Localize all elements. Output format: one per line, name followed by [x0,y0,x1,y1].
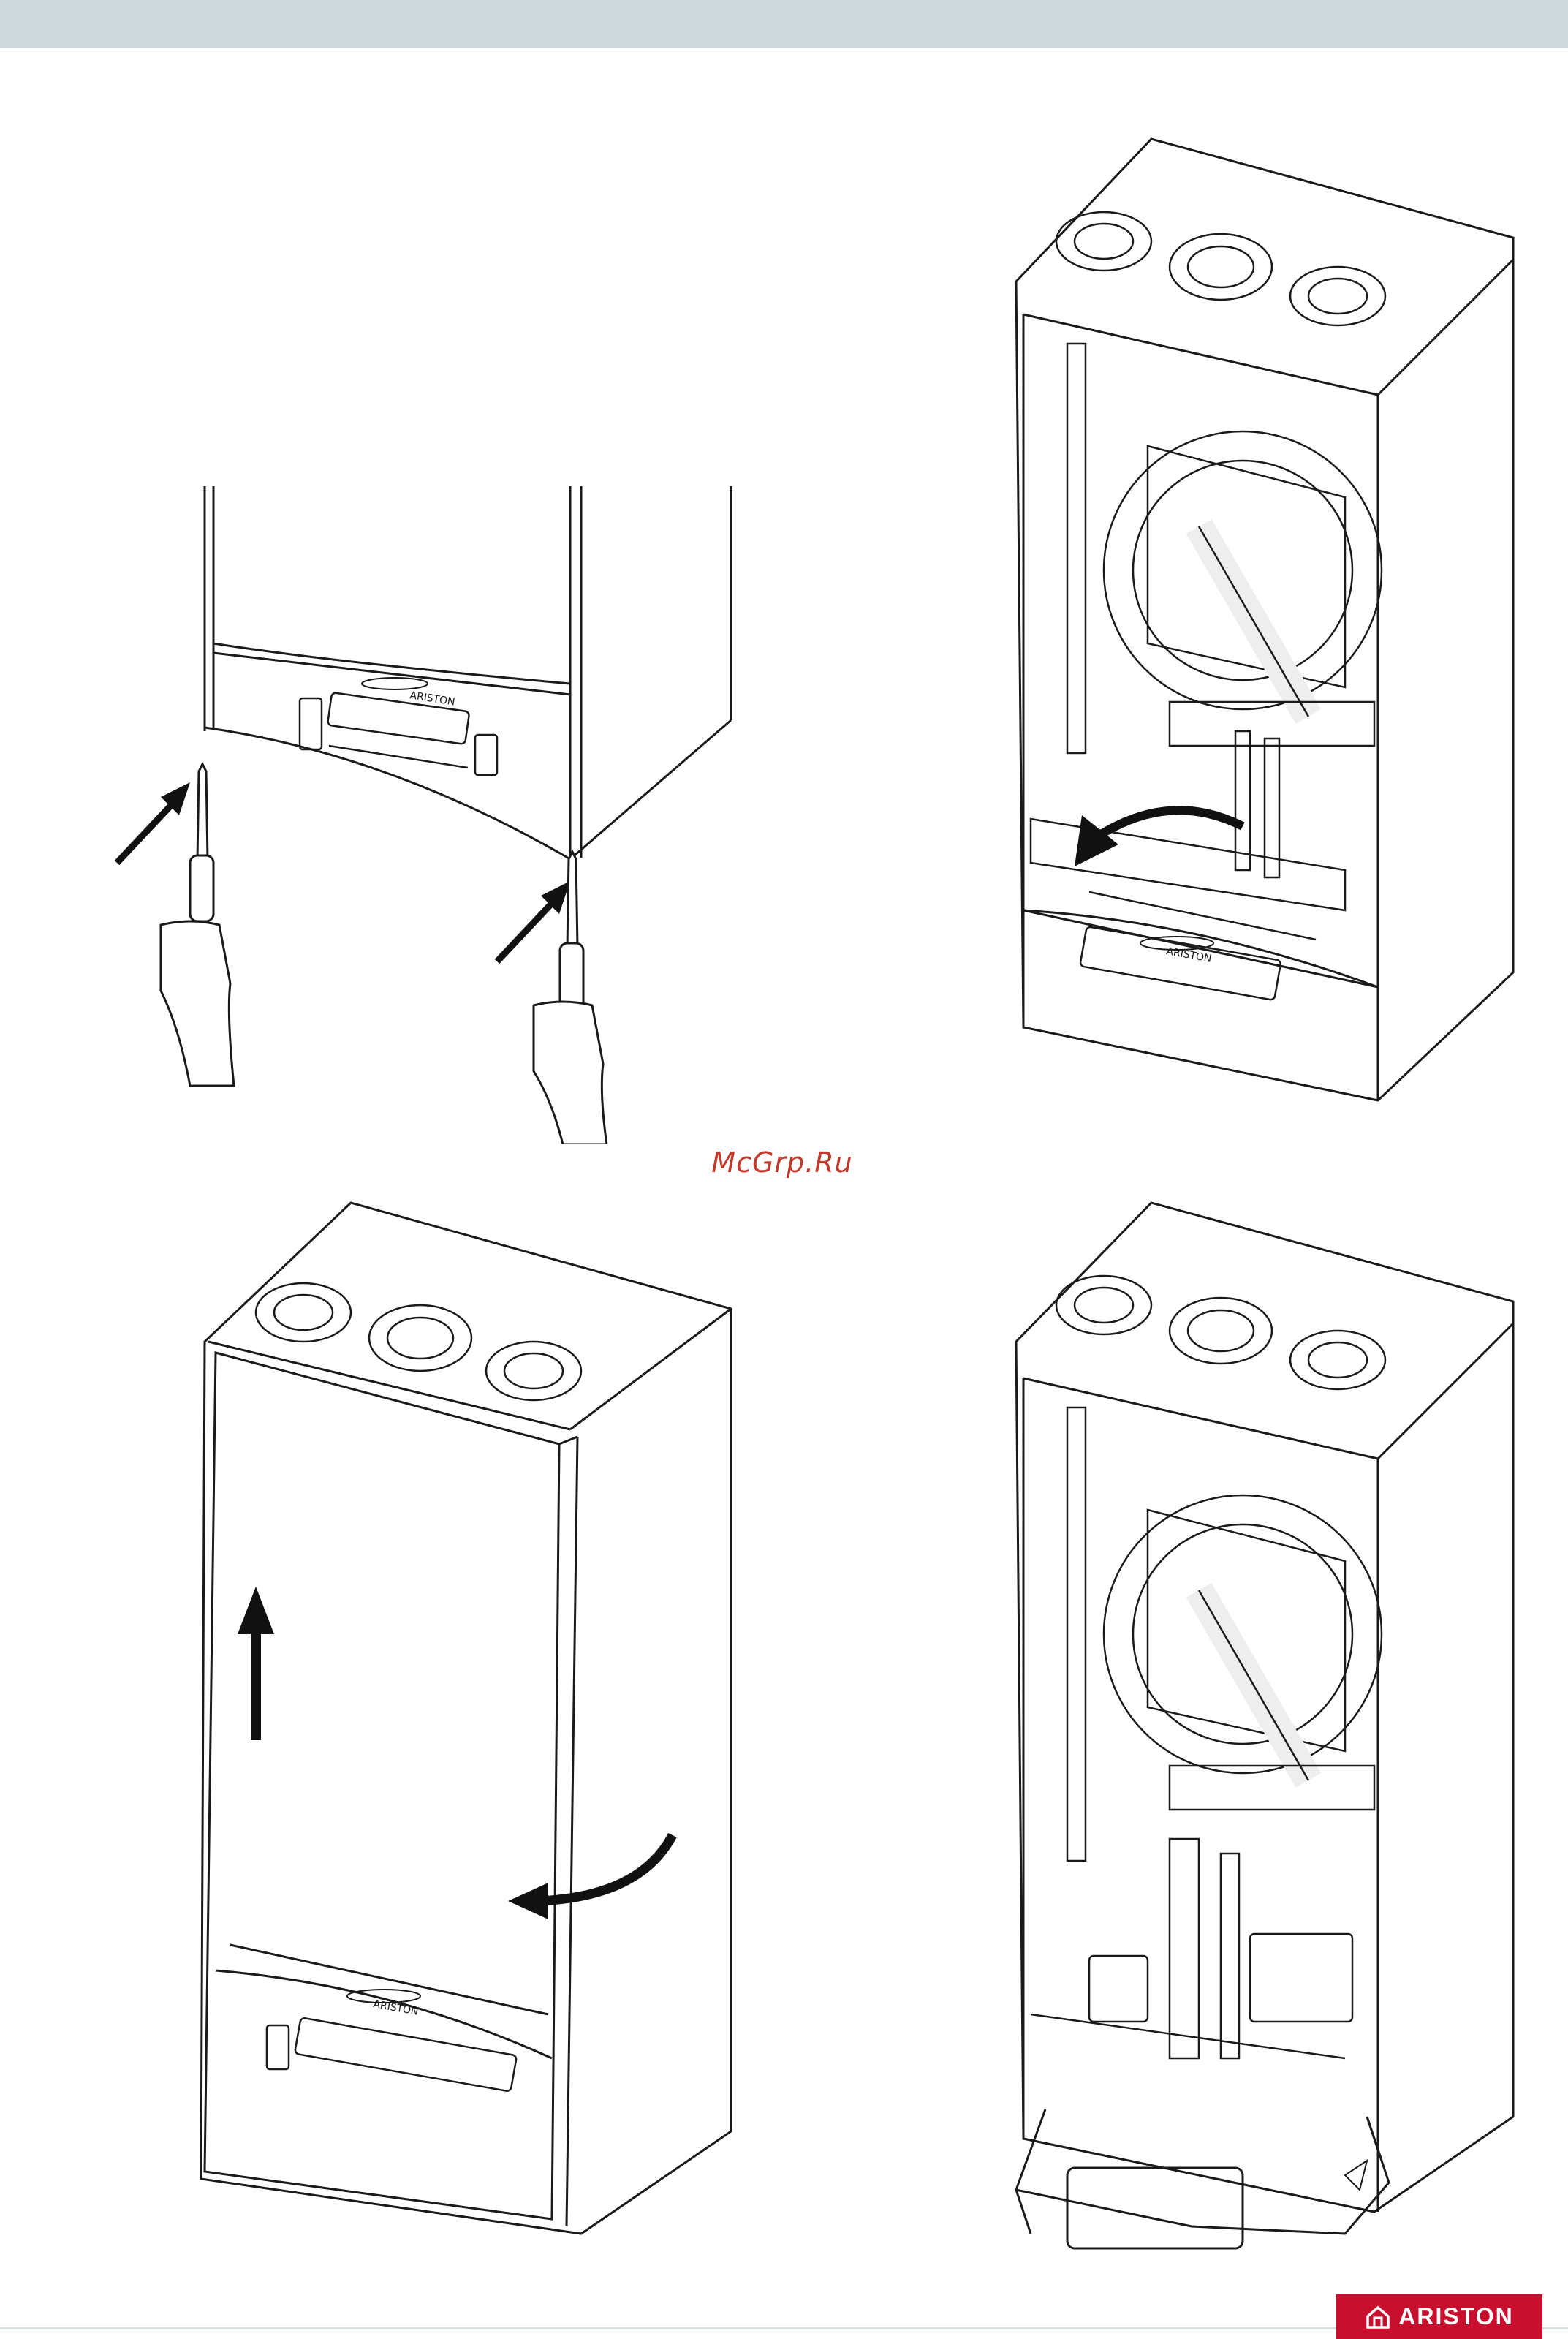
arrow-up-icon [238,1587,274,1740]
figure-screwdriver-step: ARISTON [110,486,753,1144]
ariston-logo: ARISTON [1336,2294,1542,2339]
footer-divider [0,2327,1568,2329]
figure-casing-removal: ARISTON [186,1195,742,2245]
figure-open-boiler [1001,1195,1542,2318]
header-band [0,0,1568,48]
arrow-up-right-icon [117,782,190,863]
watermark-text: McGrp.Ru [702,1146,863,1179]
figure-panel-lowering: ARISTON [1001,132,1542,1111]
curved-arrow-down-left-icon [1075,810,1243,866]
brand-name: ARISTON [1398,2303,1513,2330]
curved-arrow-left-icon [508,1835,673,1919]
house-icon [1365,2304,1391,2330]
figure-brand-label: ARISTON [1165,945,1212,965]
figure-brand-label: ARISTON [409,689,455,708]
